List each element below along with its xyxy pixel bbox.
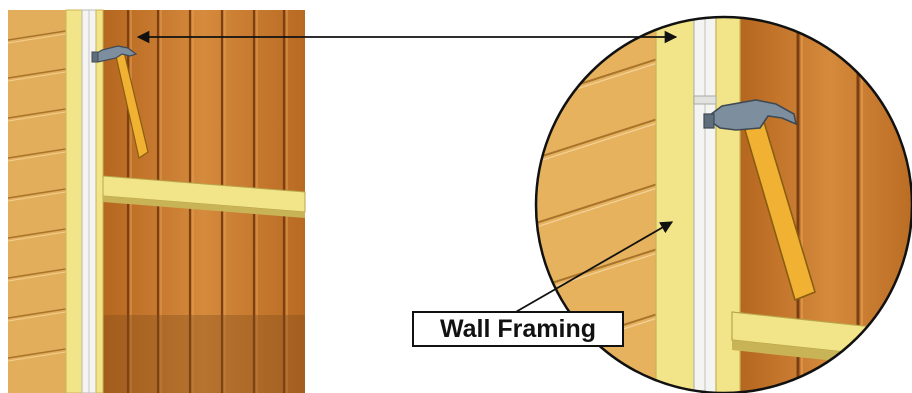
wall-framing-label: Wall Framing xyxy=(412,311,624,347)
wall-framing-stud-left xyxy=(66,10,103,393)
siding-left xyxy=(8,10,72,393)
left-panel xyxy=(8,10,305,393)
